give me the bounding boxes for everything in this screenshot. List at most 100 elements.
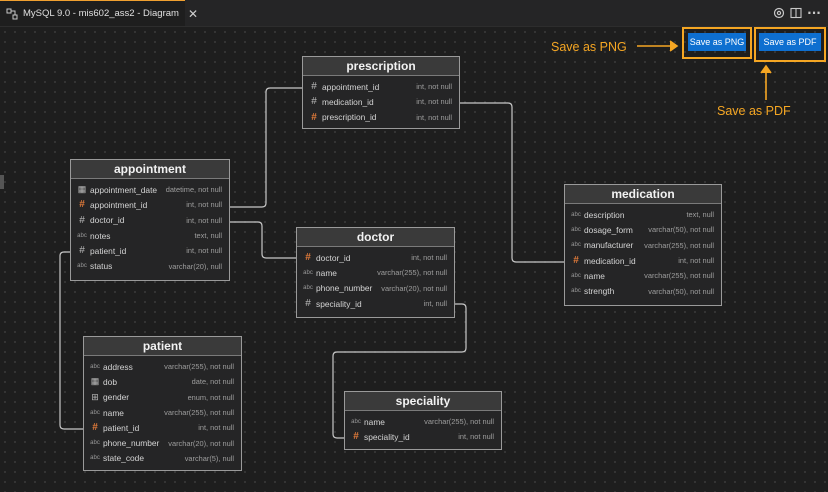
table-prescription[interactable]: prescription # appointment_id int, not nul… xyxy=(302,56,460,129)
column-type: varchar(50), not null xyxy=(648,286,714,296)
column-name: medication_id xyxy=(322,96,374,107)
column-type: int, not null xyxy=(458,432,494,442)
link-prescription-medication xyxy=(460,102,564,263)
primary-key-icon: # xyxy=(573,255,579,267)
hash-icon: # xyxy=(305,298,311,310)
column-name: status xyxy=(90,261,113,272)
column-type: int, not null xyxy=(416,97,452,107)
column-type: varchar(255), not null xyxy=(644,240,714,250)
tab-diagram[interactable]: MySQL 9.0 - mis602_ass2 - Diagram ✕ xyxy=(0,0,198,26)
column-type: text, null xyxy=(194,231,222,241)
table-title: speciality xyxy=(345,392,501,411)
column-name: description xyxy=(584,209,625,220)
text-type-icon: abc xyxy=(571,272,581,279)
column-type: int, null xyxy=(423,299,447,309)
link-appointment-prescription xyxy=(230,87,303,208)
hash-icon: # xyxy=(311,81,317,93)
tab-bar: MySQL 9.0 - mis602_ass2 - Diagram ✕ ··· xyxy=(0,0,828,27)
column-type: datetime, not null xyxy=(165,185,222,195)
table-title: doctor xyxy=(297,228,454,247)
png-highlight-box xyxy=(682,27,752,59)
column-name: speciality_id xyxy=(316,298,362,309)
column-name: dob xyxy=(103,376,117,387)
link-doctor-speciality xyxy=(332,303,467,439)
column-name: doctor_id xyxy=(316,252,351,263)
text-type-icon: abc xyxy=(571,288,581,295)
column-name: manufacturer xyxy=(584,240,634,251)
table-title: prescription xyxy=(303,57,459,76)
column-name: name xyxy=(584,270,605,281)
text-type-icon: abc xyxy=(90,409,100,416)
column-row[interactable]: # appointment_id int, not null xyxy=(303,79,459,94)
link-appointment-doctor xyxy=(230,221,296,259)
column-list: # appointment_id int, not null # medication… xyxy=(303,76,459,125)
annotation-save-pdf: Save as PDF xyxy=(717,104,791,118)
column-type: varchar(255), not null xyxy=(164,408,234,418)
column-name: medication_id xyxy=(584,255,636,266)
more-actions-icon[interactable]: ··· xyxy=(807,6,821,20)
column-name: dosage_form xyxy=(584,224,633,235)
close-icon[interactable]: ✕ xyxy=(187,6,198,21)
column-name: prescription_id xyxy=(322,112,377,123)
column-type: text, null xyxy=(686,210,714,220)
split-editor-icon[interactable] xyxy=(789,6,803,20)
column-name: name xyxy=(103,407,124,418)
column-name: name xyxy=(364,416,385,427)
save-as-pdf-button[interactable]: Save as PDF xyxy=(759,33,821,51)
hash-icon: # xyxy=(79,245,85,257)
column-row[interactable]: # speciality_id int, null xyxy=(297,296,454,311)
text-type-icon: abc xyxy=(571,242,581,249)
link-appointment-patient xyxy=(59,251,83,430)
save-as-png-button[interactable]: Save as PNG xyxy=(688,33,746,51)
column-type: int, not null xyxy=(416,82,452,92)
column-type: int, not null xyxy=(678,256,714,266)
primary-key-icon: # xyxy=(305,252,311,264)
pdf-highlight-box xyxy=(754,27,826,62)
annotation-save-png: Save as PNG xyxy=(551,40,627,54)
panel-edge-marker xyxy=(0,175,4,189)
column-row[interactable]: # medication_id int, not null xyxy=(565,253,721,268)
table-title: medication xyxy=(565,185,721,204)
primary-key-icon: # xyxy=(311,111,317,123)
column-type: varchar(50), not null xyxy=(648,225,714,235)
column-type: enum, not null xyxy=(187,392,234,402)
column-name: appointment_id xyxy=(322,81,380,92)
settings-icon[interactable] xyxy=(772,6,786,20)
column-type: varchar(255), not null xyxy=(644,271,714,281)
text-type-icon: abc xyxy=(571,226,581,233)
diagram-icon xyxy=(6,7,18,21)
